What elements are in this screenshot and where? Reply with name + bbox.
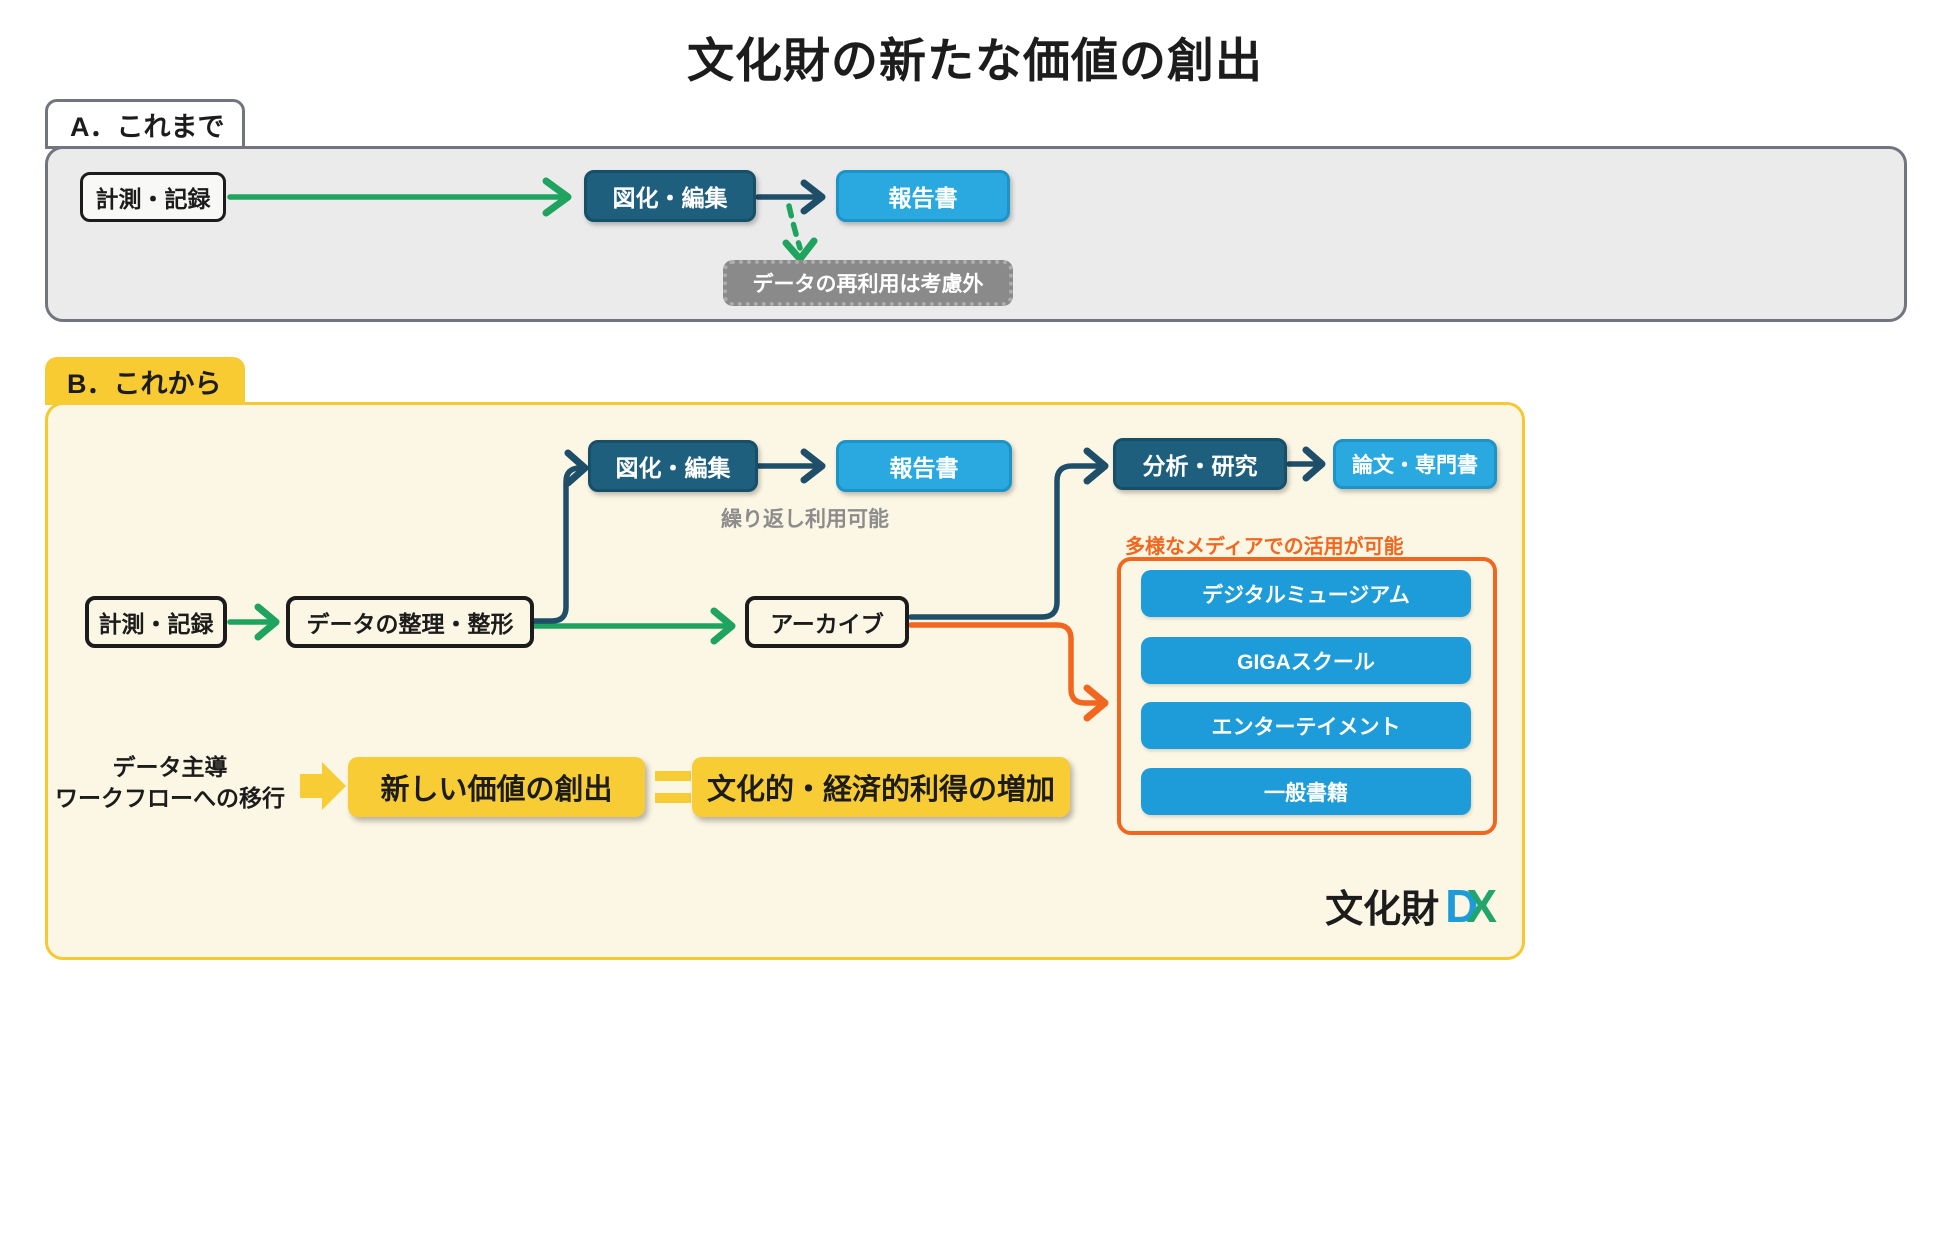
page-title: 文化財の新たな価値の創出 [687, 34, 1263, 87]
node-new-value: 新しい価値の創出 [348, 757, 645, 817]
block-arrow-icon [300, 762, 346, 810]
media-frame [1117, 557, 1497, 835]
node-b-organize: データの整理・整形 [286, 596, 534, 648]
shift-line-2: ワークフローへの移行 [55, 785, 285, 812]
media-item-entertainment: エンターテイメント [1141, 702, 1471, 749]
tab-section-b: B．これから [45, 357, 245, 405]
bunkazai-dx-logo: 文化財 D X [1297, 878, 1497, 933]
label-data-driven-shift: データ主導 ワークフローへの移行 [45, 752, 295, 814]
logo-text: 文化財 [1325, 889, 1440, 931]
wire-b-archive-to-analysis [908, 463, 1101, 620]
node-b-archive: アーカイブ [745, 596, 909, 648]
wire-b-organize-to-visualize [531, 465, 583, 624]
node-b-measure: 計測・記録 [85, 596, 227, 648]
media-item-giga-school: GIGAスクール [1141, 637, 1471, 684]
node-b-visualize: 図化・編集 [588, 440, 758, 492]
node-b-analysis: 分析・研究 [1113, 438, 1287, 490]
node-b-report: 報告書 [836, 440, 1012, 492]
node-a-reuse-excluded: データの再利用は考慮外 [723, 260, 1013, 306]
logo-d-glyph: D [1445, 879, 1479, 932]
media-item-digital-museum: デジタルミュージアム [1141, 570, 1471, 617]
wire-b-archive-to-media [908, 622, 1101, 706]
label-media-usage: 多様なメディアでの活用が可能 [1125, 536, 1404, 558]
node-a-measure: 計測・記録 [80, 172, 226, 222]
arrow-a-dashed-to-note [786, 203, 803, 251]
node-economic-gain: 文化的・経済的利得の増加 [692, 757, 1070, 817]
shift-line-1: データ主導 [112, 754, 228, 780]
node-a-report: 報告書 [836, 170, 1010, 222]
media-item-books: 一般書籍 [1141, 768, 1471, 815]
logo-x-glyph: X [1466, 879, 1497, 932]
node-a-visualize: 図化・編集 [584, 170, 756, 222]
equals-sign [655, 771, 691, 803]
label-reuse-possible: 繰り返し利用可能 [721, 508, 889, 531]
tab-section-a: A．これまで [45, 99, 245, 149]
node-b-papers: 論文・専門書 [1333, 439, 1497, 489]
